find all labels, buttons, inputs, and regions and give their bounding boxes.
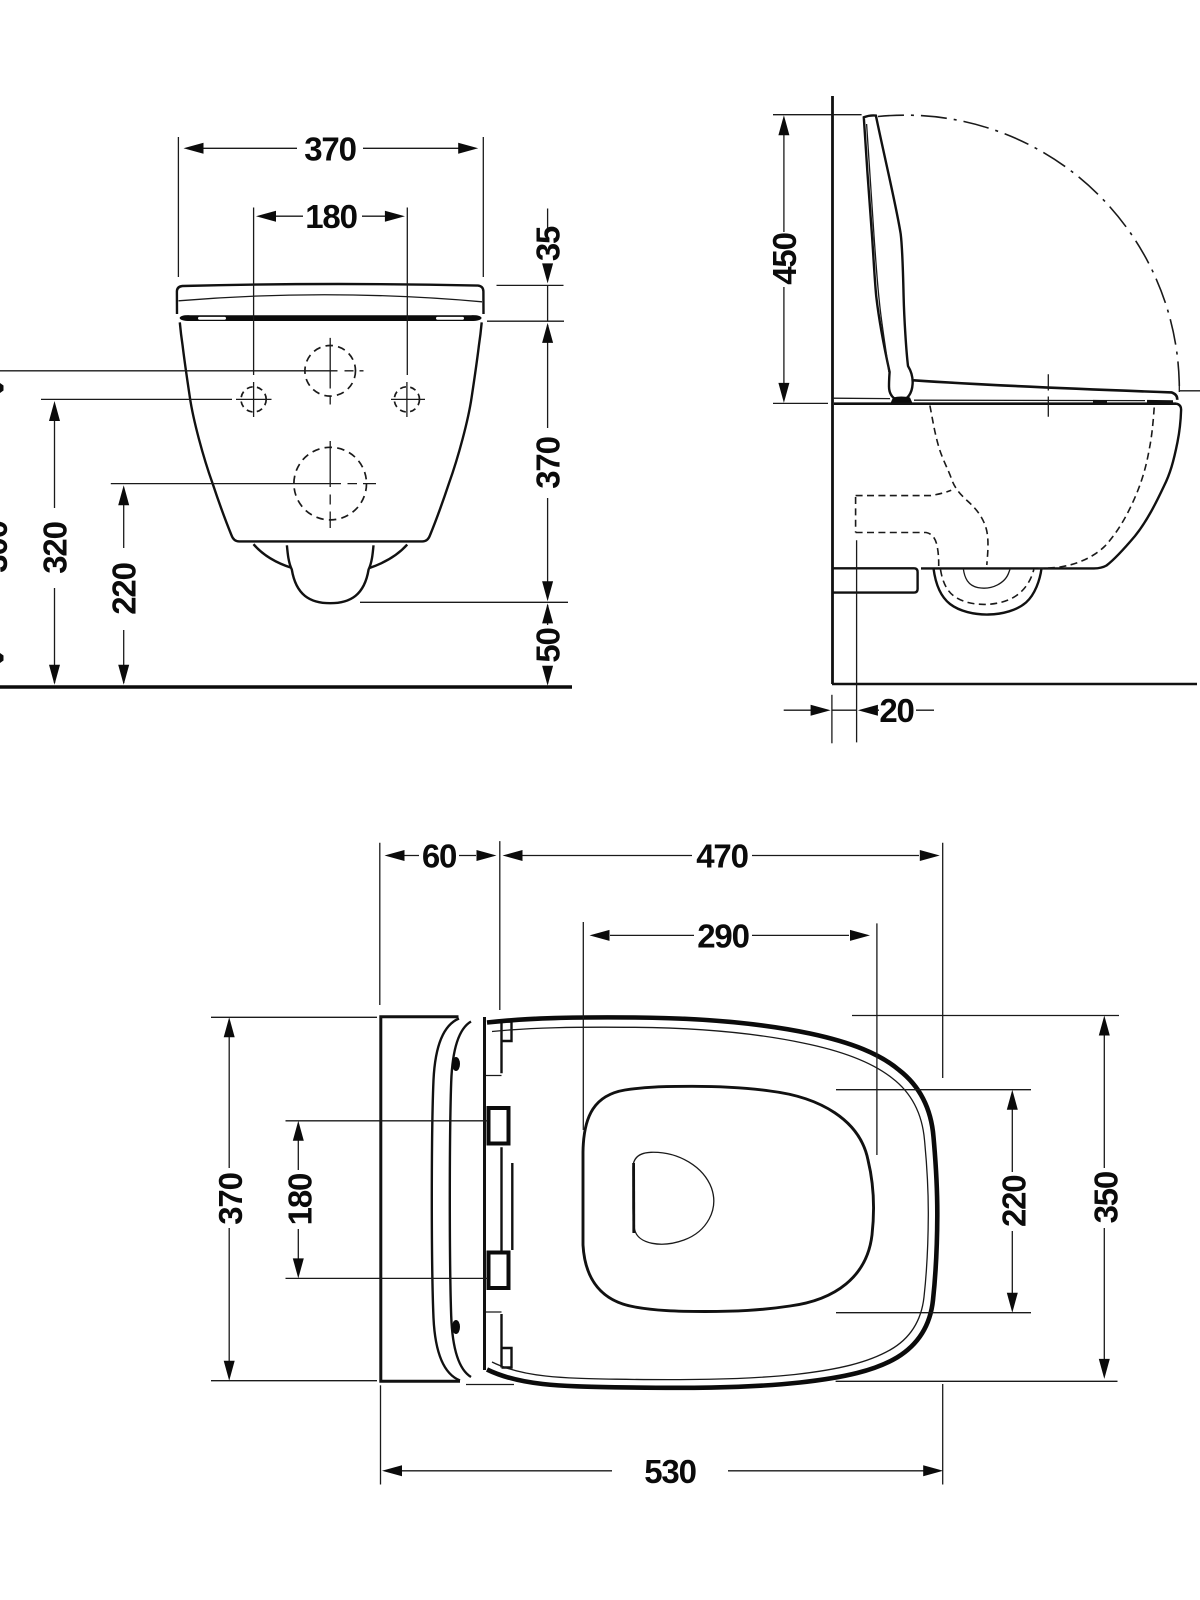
svg-text:220: 220 [106, 563, 143, 614]
svg-text:320: 320 [37, 522, 74, 573]
svg-text:180: 180 [281, 1174, 318, 1225]
svg-text:370: 370 [530, 437, 567, 488]
svg-text:350: 350 [1087, 1172, 1124, 1223]
svg-text:300: 300 [0, 521, 14, 572]
svg-text:530: 530 [644, 1453, 695, 1490]
svg-text:450: 450 [766, 233, 803, 284]
svg-text:50: 50 [530, 628, 567, 662]
svg-text:220: 220 [995, 1176, 1032, 1227]
svg-text:20: 20 [879, 692, 913, 729]
svg-text:370: 370 [304, 130, 355, 167]
svg-text:290: 290 [697, 917, 748, 954]
svg-text:370: 370 [212, 1173, 249, 1224]
svg-text:180: 180 [305, 198, 356, 235]
svg-text:60: 60 [422, 838, 456, 875]
svg-text:470: 470 [696, 838, 747, 875]
svg-text:35: 35 [530, 226, 567, 261]
